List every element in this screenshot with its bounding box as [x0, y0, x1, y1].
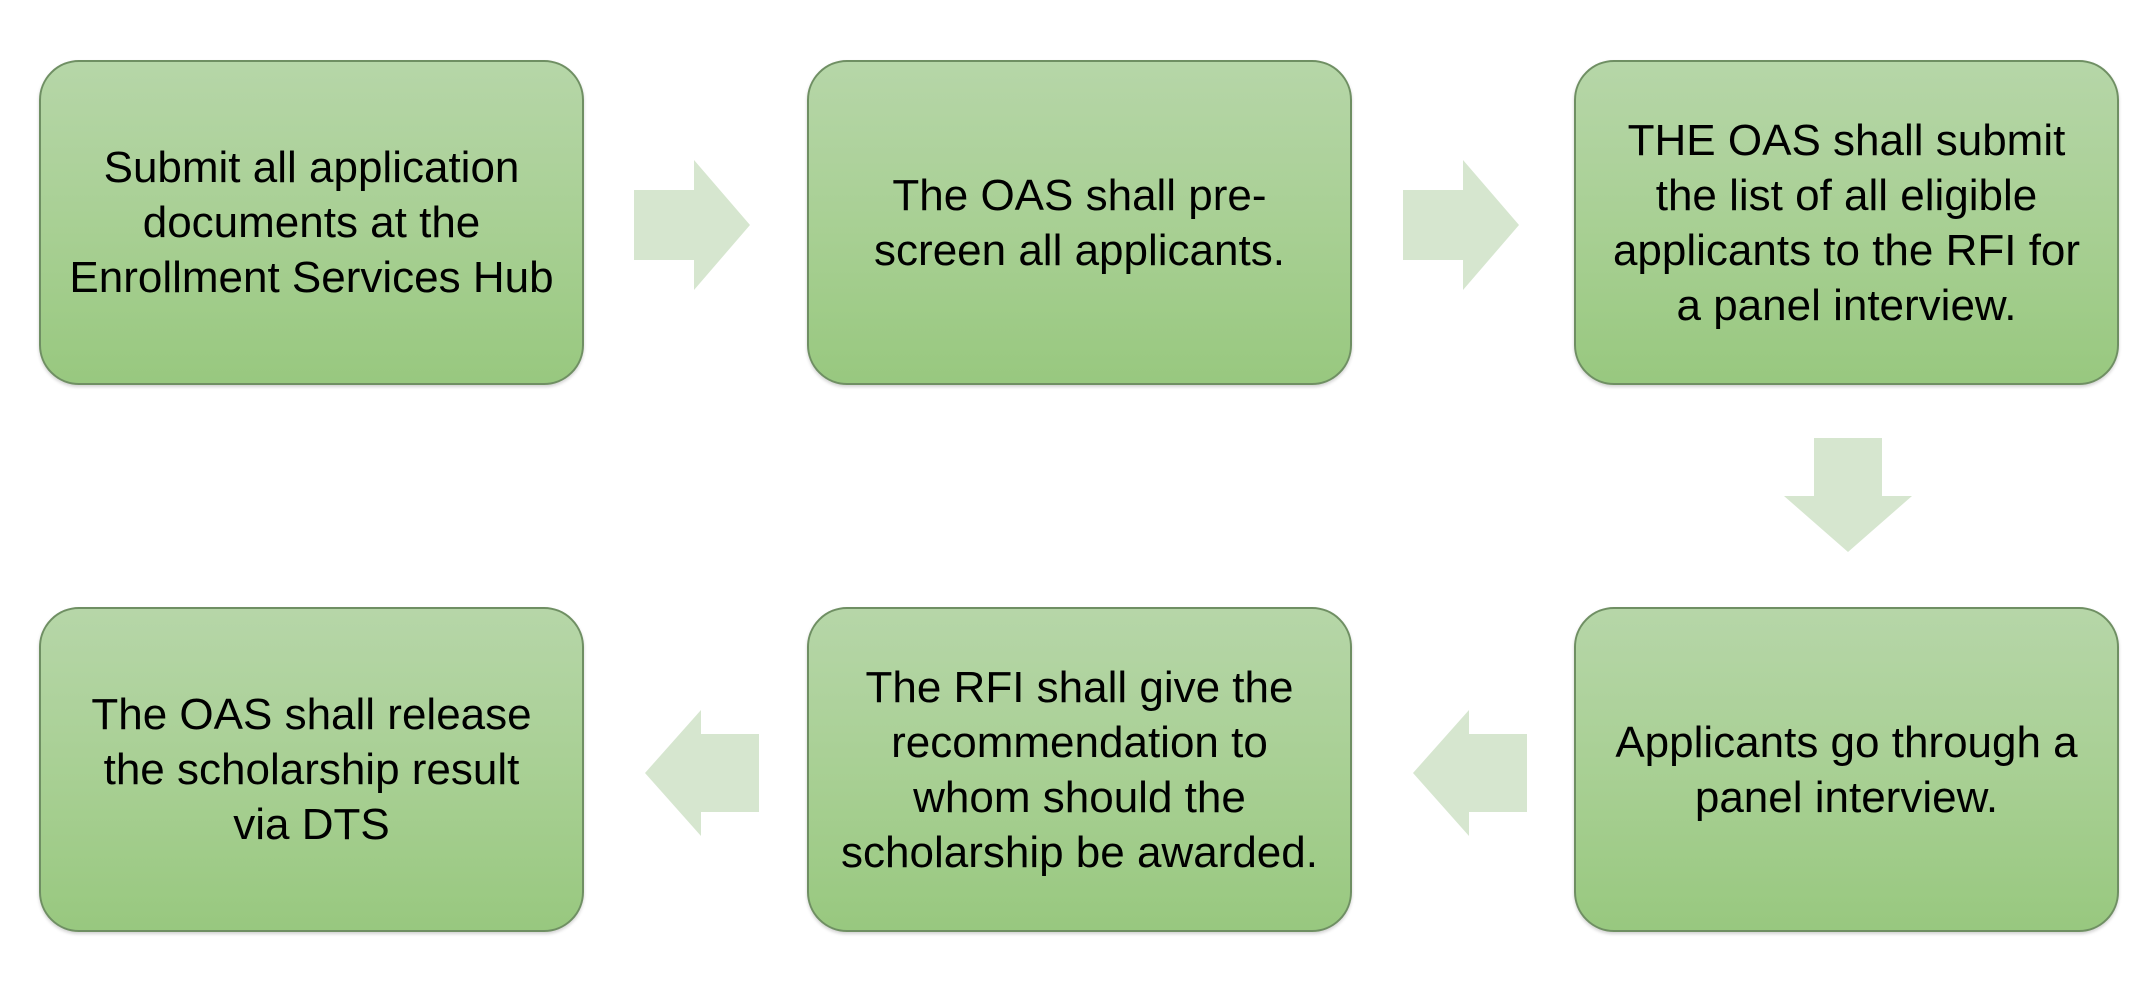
step-box-5: The RFI shall give the recommendation to…	[807, 607, 1352, 932]
arrow-down-icon	[1784, 438, 1912, 552]
arrow-left-icon	[645, 710, 759, 836]
arrow-right-icon	[634, 160, 750, 290]
step-text-6: The OAS shall release the scholarship re…	[91, 690, 532, 849]
step-box-1: Submit all application documents at the …	[39, 60, 584, 385]
step-text-2: The OAS shall pre- screen all applicants…	[874, 170, 1285, 275]
arrow-left-icon	[1413, 710, 1527, 836]
step-box-2: The OAS shall pre- screen all applicants…	[807, 60, 1352, 385]
arrow-right-icon	[1403, 160, 1519, 290]
step-text-4: Applicants go through a panel interview.	[1615, 717, 2078, 822]
step-text-5: The RFI shall give the recommendation to…	[841, 662, 1318, 877]
step-box-6: The OAS shall release the scholarship re…	[39, 607, 584, 932]
step-box-3: THE OAS shall submit the list of all eli…	[1574, 60, 2119, 385]
step-text-3: THE OAS shall submit the list of all eli…	[1612, 115, 2081, 330]
step-text-1: Submit all application documents at the …	[69, 143, 554, 302]
step-box-4: Applicants go through a panel interview.	[1574, 607, 2119, 932]
